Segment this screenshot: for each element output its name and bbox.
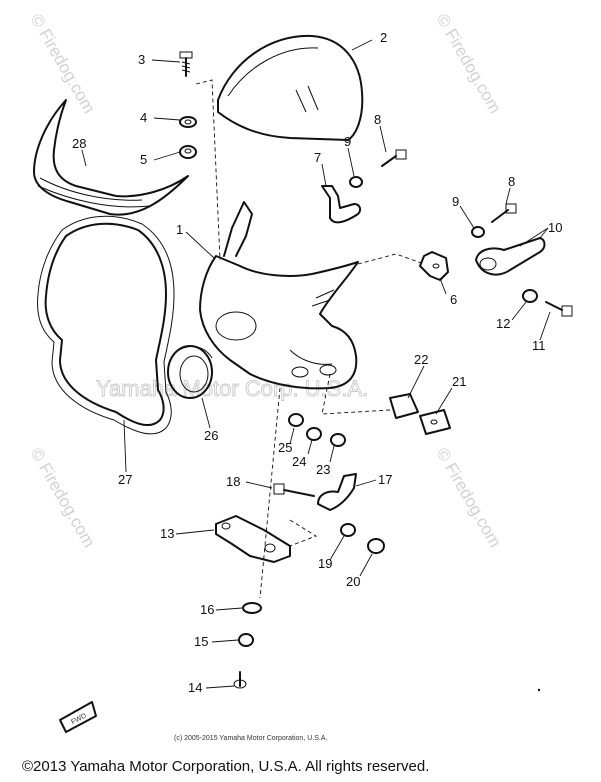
front-direction-marker: FWD [59,701,97,733]
grommet-5 [179,145,197,159]
label-part-18: 18 [226,474,240,489]
plate-21 [419,409,451,435]
windscreen-part [217,34,364,141]
gasket-part [37,215,175,435]
plate-22 [389,393,419,419]
nut-9a [349,176,363,188]
label-part-28: 28 [72,136,86,151]
assembly-lines [195,79,425,599]
label-part-12: 12 [496,316,510,331]
screw-3 [179,51,193,77]
grommet-4 [179,116,197,128]
label-part-19: 19 [318,556,332,571]
footer-copyright: ©2013 Yamaha Motor Corporation, U.S.A. A… [22,758,429,775]
label-part-6: 6 [450,292,457,307]
bracket-6 [419,251,449,281]
washer-24 [306,427,322,441]
stray-dot [537,688,541,692]
watermark-firedog-right-bottom: © Firedog.com [433,445,505,551]
label-part-21: 21 [452,374,466,389]
bracket-17 [317,473,357,511]
label-part-4: 4 [140,110,147,125]
label-part-10: 10 [548,220,562,235]
screw-14 [233,671,247,689]
label-part-2: 2 [380,30,387,45]
clamp-10 [475,237,546,276]
label-part-16: 16 [200,602,214,617]
label-part-3: 3 [138,52,145,67]
label-part-8a: 8 [374,112,381,127]
label-part-9a: 9 [344,134,351,149]
nut-12 [522,289,538,303]
bolt-11 [545,301,573,317]
label-part-22: 22 [414,352,428,367]
label-part-7: 7 [314,150,321,165]
nut-9b [471,226,485,238]
bracket-13 [215,515,291,563]
label-part-9b: 9 [452,194,459,209]
label-part-11: 11 [532,338,546,353]
watermark-firedog-right-top: © Firedog.com [433,11,505,117]
label-part-24: 24 [292,454,306,469]
label-part-8b: 8 [508,174,515,189]
label-part-26: 26 [204,428,218,443]
nut-20 [367,538,385,554]
nut-25 [288,413,304,427]
label-part-20: 20 [346,574,360,589]
bolt-8a [381,149,407,167]
headlight-ring-part [167,345,213,399]
bolt-18 [273,483,315,497]
nut-23 [330,433,346,447]
label-part-25: 25 [278,440,292,455]
label-part-17: 17 [378,472,392,487]
fairing-part [199,201,359,390]
trim-strip-part [33,99,189,216]
bolt-8b [491,203,517,223]
label-part-5: 5 [140,152,147,167]
watermark-firedog-left-top: © Firedog.com [27,11,99,117]
nut-15 [238,633,254,647]
nut-19 [340,523,356,537]
watermark-firedog-left-bottom: © Firedog.com [27,445,99,551]
label-part-14: 14 [188,680,202,695]
copyright-small: (c) 2005-2015 Yamaha Motor Corporation, … [174,735,327,742]
label-part-13: 13 [160,526,174,541]
label-part-15: 15 [194,634,208,649]
leader-lines [81,39,551,689]
grommet-16 [242,602,262,614]
label-part-1: 1 [176,222,183,237]
label-part-23: 23 [316,462,330,477]
label-part-27: 27 [118,472,132,487]
bracket-7 [321,185,362,224]
